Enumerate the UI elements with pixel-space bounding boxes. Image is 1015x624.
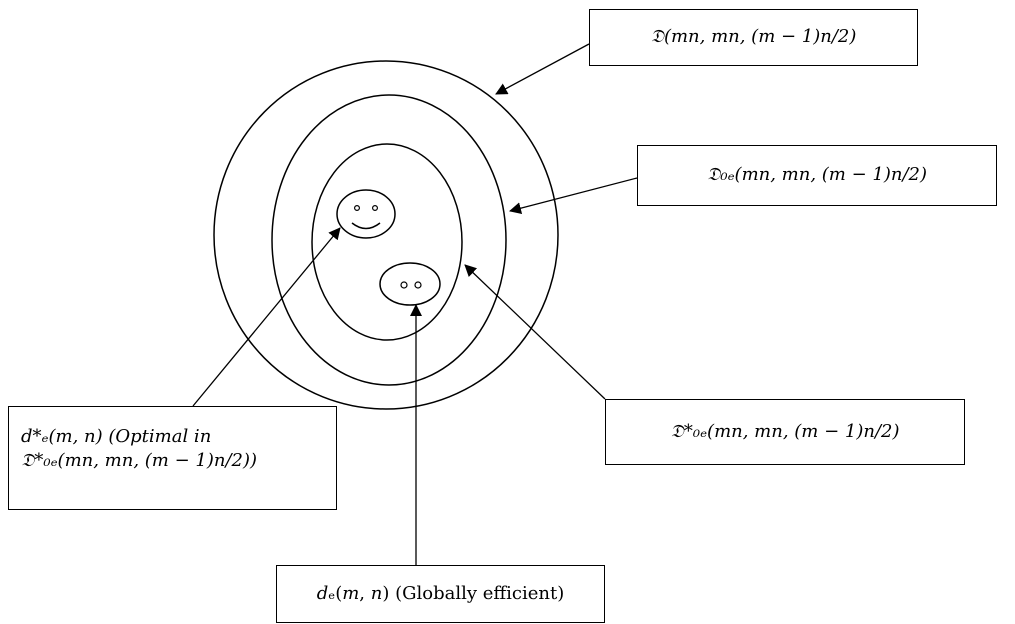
- label-d-region-text: 𝔇(𝑚𝑛, 𝑚𝑛, (𝑚 − 1)𝑛/2): [650, 26, 857, 48]
- label-d-region: 𝔇(𝑚𝑛, 𝑚𝑛, (𝑚 − 1)𝑛/2): [589, 9, 918, 66]
- label-optimal-design-line1: 𝑑*ₑ(𝑚, 𝑛) (Optimal in: [21, 426, 212, 447]
- small-face-icon: [379, 262, 441, 306]
- label-d0e-star-region: 𝔇*₀ₑ(𝑚𝑛, 𝑚𝑛, (𝑚 − 1)𝑛/2): [605, 399, 965, 465]
- arrow-to-smiley-face: [192, 227, 341, 407]
- label-d0e-region-text: 𝔇₀ₑ(𝑚𝑛, 𝑚𝑛, (𝑚 − 1)𝑛/2): [707, 164, 927, 186]
- smiley-face-icon: [336, 189, 396, 239]
- label-globally-efficient-text: 𝑑ₑ(𝑚, 𝑛) (Globally efficient): [316, 582, 565, 604]
- label-optimal-design-line2: 𝔇*₀ₑ(𝑚𝑛, 𝑚𝑛, (𝑚 − 1)𝑛/2)): [21, 450, 258, 472]
- label-globally-efficient: 𝑑ₑ(𝑚, 𝑛) (Globally efficient): [276, 565, 605, 623]
- arrow-to-middle-region: [509, 177, 638, 215]
- label-d0e-star-region-text: 𝔇*₀ₑ(𝑚𝑛, 𝑚𝑛, (𝑚 − 1)𝑛/2): [670, 420, 900, 442]
- arrow-to-outer-region: [495, 43, 590, 95]
- inner-region-ellipse: [311, 143, 463, 341]
- outer-region-ellipse: [213, 60, 559, 410]
- middle-region-ellipse: [271, 94, 507, 386]
- label-optimal-design: 𝑑*ₑ(𝑚, 𝑛) (Optimal in 𝔇*₀ₑ(𝑚𝑛, 𝑚𝑛, (𝑚 − …: [8, 406, 337, 510]
- label-d0e-region: 𝔇₀ₑ(𝑚𝑛, 𝑚𝑛, (𝑚 − 1)𝑛/2): [637, 145, 997, 206]
- arrow-to-inner-region: [464, 264, 606, 400]
